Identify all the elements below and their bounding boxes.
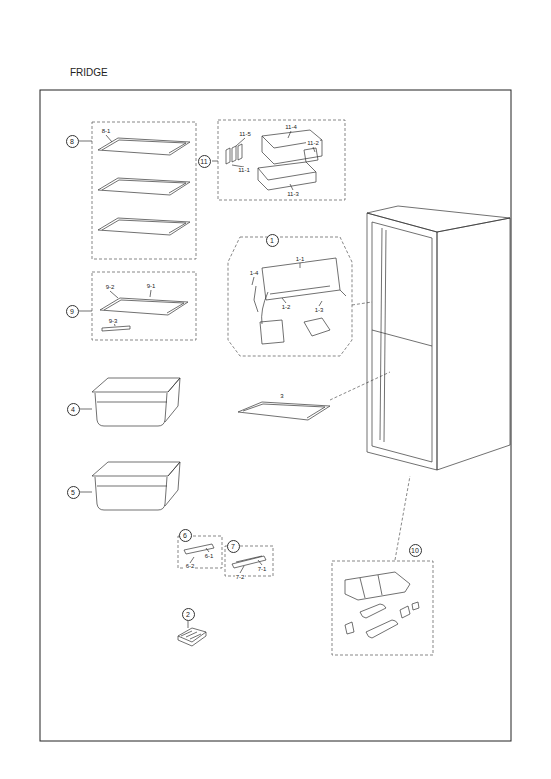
callout-number: 2 <box>186 611 190 618</box>
glass-shelf-3 <box>238 402 330 420</box>
part-number: 11-3 <box>286 191 300 197</box>
callout-circle: 6 <box>179 529 192 542</box>
callout-circle: 11 <box>198 155 211 168</box>
part-number: 6-2 <box>185 563 196 569</box>
part-11 <box>226 130 322 190</box>
callout-circle: 8 <box>66 135 79 148</box>
callout-number: 10 <box>411 547 419 554</box>
part-number: 7-2 <box>235 574 246 580</box>
parts-6-7 <box>184 544 266 568</box>
callout-circle: 10 <box>409 544 422 557</box>
callout-number: 9 <box>70 308 74 315</box>
shelves-8 <box>98 138 190 235</box>
part-number: 11-4 <box>284 124 298 130</box>
callout-circle: 7 <box>227 540 240 553</box>
part-number: 1-1 <box>295 256 306 262</box>
part-number: 8-1 <box>101 128 112 134</box>
callout-number: 11 <box>200 158 207 165</box>
part-number: 11-1 <box>237 167 251 173</box>
callout-circle: 5 <box>67 486 80 499</box>
callout-circle: 9 <box>66 305 79 318</box>
bin-5 <box>92 462 180 510</box>
callout-number: 6 <box>183 532 187 539</box>
part-number: 11-2 <box>306 140 320 146</box>
callout-number: 1 <box>270 237 274 244</box>
leader-lines <box>79 131 322 628</box>
part-10 <box>345 572 419 638</box>
frame <box>40 90 511 741</box>
fridge-cabinet <box>367 206 510 470</box>
part-number: 1-3 <box>314 307 325 313</box>
bin-4 <box>92 378 180 426</box>
callout-number: 5 <box>71 489 75 496</box>
part-number: 1-4 <box>249 270 260 276</box>
group-boxes <box>92 120 433 655</box>
part-number: 6-1 <box>204 553 215 559</box>
callout-number: 8 <box>70 138 74 145</box>
part-number: 9-2 <box>105 284 116 290</box>
part-number: 11-5 <box>238 131 252 137</box>
callout-circle: 4 <box>67 403 80 416</box>
part-number: 9-3 <box>108 318 119 324</box>
part-number: 9-1 <box>146 283 157 289</box>
callout-circle: 1 <box>266 234 279 247</box>
page-title: FRIDGE <box>70 68 108 78</box>
part-1 <box>254 258 346 344</box>
callout-number: 7 <box>231 543 235 550</box>
shelf-9 <box>100 298 188 331</box>
part-number: 3 <box>279 393 284 399</box>
part-2 <box>178 628 206 646</box>
callout-circle: 2 <box>182 608 195 621</box>
callout-number: 4 <box>71 406 75 413</box>
part-number: 1-2 <box>281 304 292 310</box>
part-number: 7-1 <box>257 566 268 572</box>
